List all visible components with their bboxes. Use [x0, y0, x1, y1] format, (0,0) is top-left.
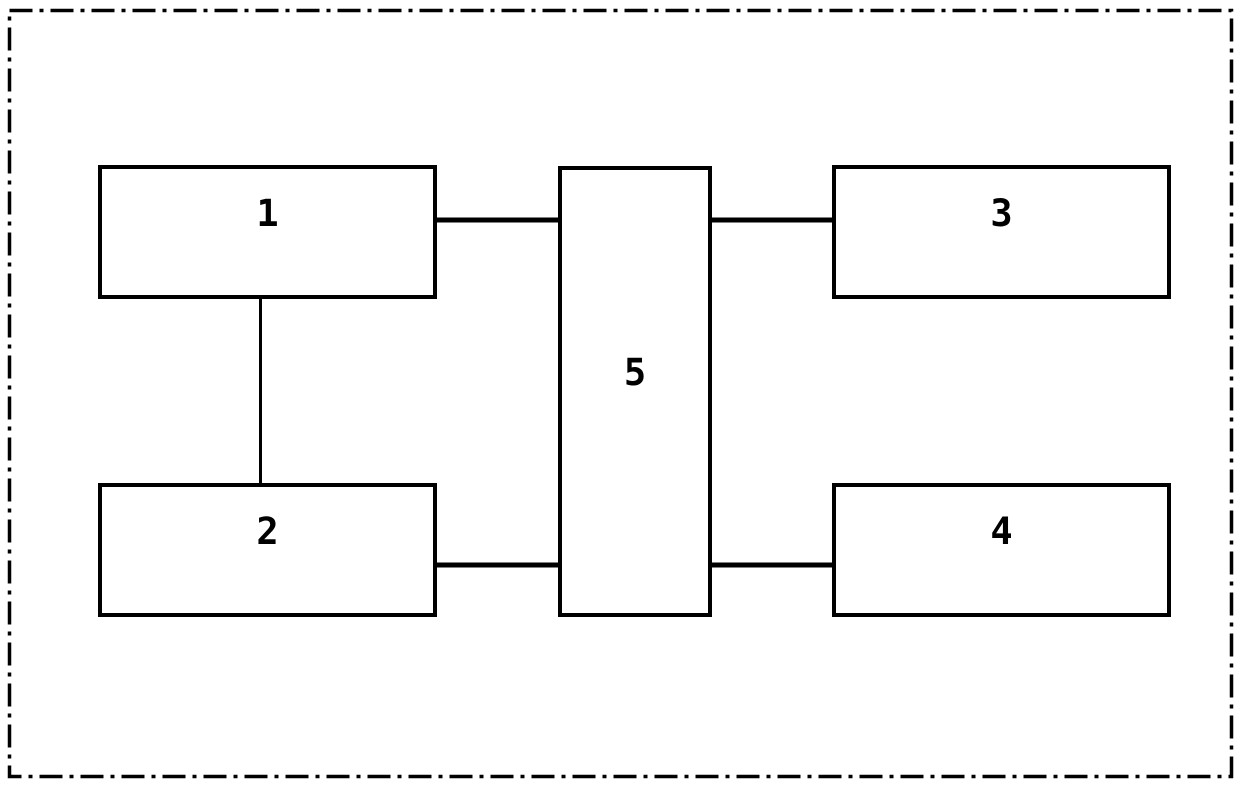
block-1-label: 1	[256, 192, 279, 235]
block-5: 5	[558, 166, 712, 617]
block-5-label: 5	[623, 351, 647, 394]
block-3-label: 3	[990, 192, 1013, 235]
block-4-label: 4	[990, 510, 1013, 553]
outer-dashdot-border	[7, 8, 1234, 779]
block-2-label: 2	[256, 510, 279, 553]
block-1: 1	[98, 165, 437, 299]
block-4: 4	[832, 483, 1171, 617]
block-3: 3	[832, 165, 1171, 299]
block-2: 2	[98, 483, 437, 617]
